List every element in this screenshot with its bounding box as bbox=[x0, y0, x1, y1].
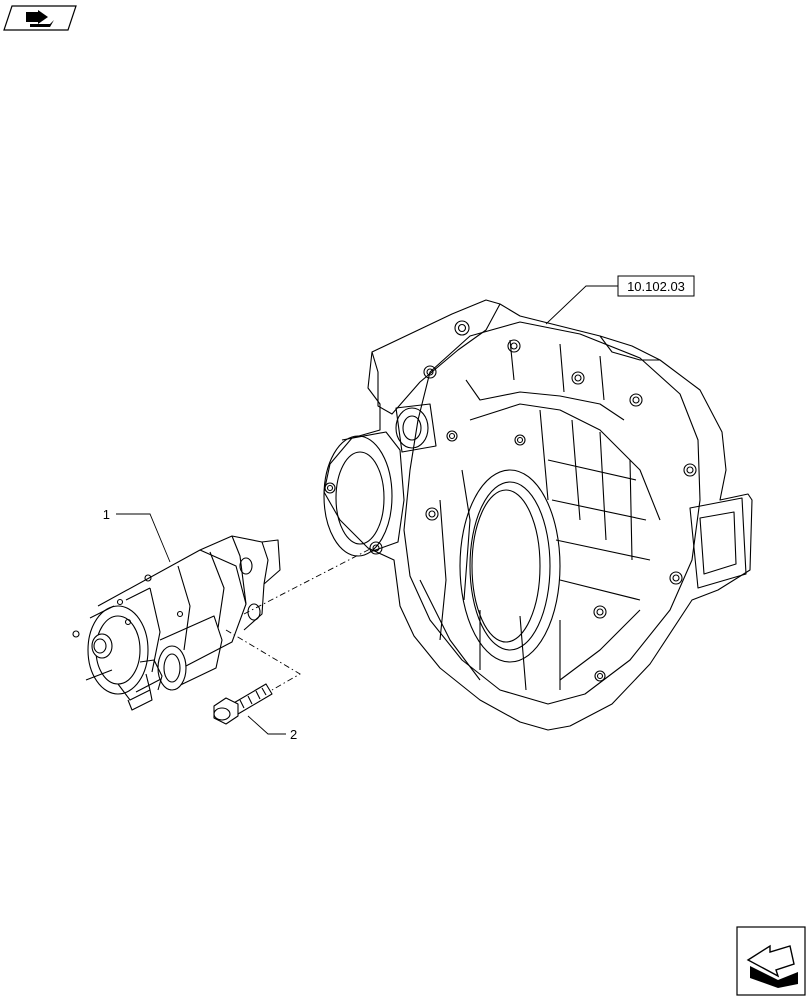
flywheel-housing bbox=[323, 299, 753, 731]
callout-item-2: 2 bbox=[290, 727, 297, 742]
return-arrow-icon[interactable] bbox=[3, 5, 77, 31]
mounting-bolt bbox=[213, 683, 273, 725]
leader-lines bbox=[116, 285, 618, 735]
callout-ref-box[interactable]: 10.102.03 bbox=[617, 275, 695, 297]
assembly-dash-lines bbox=[225, 547, 373, 691]
callout-ref-label: 10.102.03 bbox=[627, 279, 685, 294]
next-page-arrow-icon[interactable] bbox=[736, 926, 806, 996]
callout-item-1: 1 bbox=[103, 507, 110, 522]
starter-motor bbox=[72, 535, 281, 711]
